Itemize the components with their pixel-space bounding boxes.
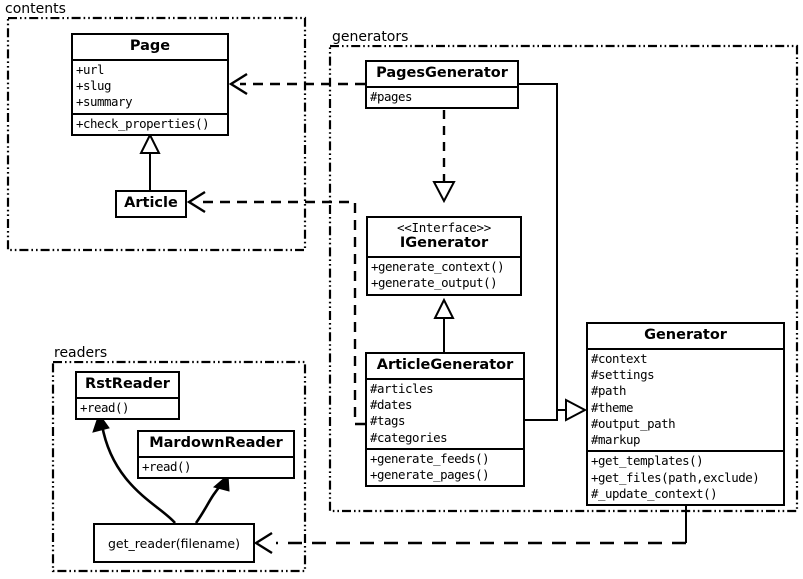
attribute-row: +url: [76, 61, 105, 77]
relation-get-reader-creates-rstreader: [92, 412, 176, 524]
attribute-row: #dates: [370, 396, 413, 412]
package-label-contents: contents: [4, 1, 68, 17]
attribute-row: #theme: [591, 399, 634, 415]
function-box-get-reader[interactable]: get_reader(filename): [93, 523, 255, 563]
class-box-article-generator[interactable]: ArticleGenerator #articles #dates #tags …: [365, 352, 525, 488]
class-box-pages-generator[interactable]: PagesGenerator #pages: [365, 60, 519, 109]
relation-pagesgenerator-uses-page: [228, 72, 365, 96]
class-title-article: Article: [124, 195, 178, 211]
class-box-generator[interactable]: Generator #context #settings #path #them…: [586, 322, 785, 507]
class-operations-article-generator: +generate_feeds() +generate_pages(): [367, 447, 523, 486]
operation-row: +get_templates(): [591, 453, 704, 469]
attribute-row: #markup: [591, 432, 641, 448]
operation-row: +generate_output(): [371, 275, 498, 291]
attribute-row: #pages: [370, 88, 413, 104]
class-operations-mardown-reader: +read(): [139, 455, 293, 477]
operation-row: +generate_feeds(): [370, 450, 490, 466]
relation-articlegenerator-uses-article: [186, 190, 365, 426]
relation-get-reader-creates-mardownreader: [194, 473, 230, 524]
class-box-mardown-reader[interactable]: MardownReader +read(): [137, 430, 295, 479]
class-operations-igenerator: +generate_context() +generate_output(): [368, 256, 520, 294]
relation-pagesgenerator-realizes-igenerator: [432, 110, 456, 204]
attribute-row: #tags: [370, 413, 406, 429]
operation-row: +get_files(path,exclude): [591, 469, 760, 485]
package-label-generators: generators: [331, 29, 411, 45]
function-label-get-reader: get_reader(filename): [108, 535, 240, 551]
class-stereotype-igenerator: <<Interface>>: [397, 220, 491, 235]
operation-row: +generate_context(): [371, 259, 505, 275]
attribute-row: #categories: [370, 429, 448, 445]
class-operations-generator: +get_templates() +get_files(path,exclude…: [588, 450, 783, 504]
class-title-mardown-reader: MardownReader: [149, 435, 283, 451]
relation-articlegenerator-inherits-igenerator: [433, 297, 455, 356]
operation-row: +generate_pages(): [370, 467, 490, 483]
attribute-row: #articles: [370, 380, 434, 396]
operation-row: +read(): [142, 458, 192, 474]
class-box-igenerator[interactable]: <<Interface>> IGenerator +generate_conte…: [366, 216, 522, 296]
operation-row: #_update_context(): [591, 486, 718, 502]
relation-generator-uses-get-reader: [253, 505, 687, 555]
class-title-generator: Generator: [644, 327, 727, 343]
class-title-pages-generator: PagesGenerator: [376, 65, 508, 81]
class-attributes-page: +url +slug +summary: [73, 58, 227, 113]
attribute-row: #context: [591, 350, 648, 366]
package-frame-generators: [328, 44, 799, 513]
attribute-row: +slug: [76, 77, 112, 93]
class-operations-page: +check_properties(): [73, 112, 227, 134]
package-label-readers: readers: [53, 345, 110, 361]
operation-row: +read(): [80, 399, 130, 415]
class-attributes-generator: #context #settings #path #theme #output_…: [588, 347, 783, 451]
class-name-igenerator: IGenerator: [399, 235, 489, 252]
attribute-row: +summary: [76, 94, 133, 110]
attribute-row: #path: [591, 383, 627, 399]
class-attributes-pages-generator: #pages: [367, 85, 517, 107]
package-frame-contents: [6, 16, 307, 252]
class-attributes-article-generator: #articles #dates #tags #categories: [367, 377, 523, 448]
class-title-page: Page: [129, 38, 171, 54]
class-operations-rst-reader: +read(): [77, 396, 178, 418]
class-title-article-generator: ArticleGenerator: [376, 357, 514, 373]
relation-article-inherits-page: [139, 132, 161, 190]
attribute-row: #output_path: [591, 415, 676, 431]
class-box-page[interactable]: Page +url +slug +summary +check_properti…: [71, 33, 229, 136]
relation-generators-inherit-generator: [519, 83, 588, 422]
class-box-article[interactable]: Article: [115, 190, 187, 218]
class-title-rst-reader: RstReader: [85, 376, 170, 392]
class-title-igenerator: <<Interface>> IGenerator: [368, 218, 520, 256]
operation-row: +check_properties(): [76, 115, 210, 131]
attribute-row: #settings: [591, 366, 655, 382]
class-box-rst-reader[interactable]: RstReader +read(): [75, 371, 180, 420]
